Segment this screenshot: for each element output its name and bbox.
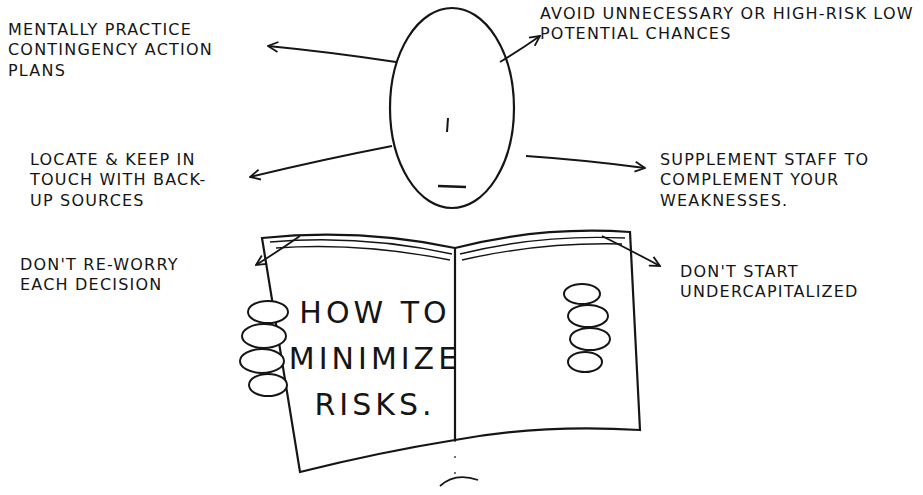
- book-title: HOW TO MINIMIZE RISKS.: [270, 290, 480, 428]
- page-edges: [460, 237, 625, 260]
- page-edges: [270, 240, 452, 260]
- advice-note: MENTALLY PRACTICE CONTINGENCY ACTION PLA…: [8, 20, 263, 81]
- finger: [564, 284, 600, 304]
- advice-note: SUPPLEMENT STAFF TO COMPLEMENT YOUR WEAK…: [660, 150, 910, 211]
- finger: [568, 305, 608, 327]
- finger: [249, 374, 287, 396]
- advice-note: DON'T RE-WORRY EACH DECISION: [20, 255, 210, 296]
- finger: [568, 352, 602, 372]
- leader-arrow: [500, 36, 540, 62]
- finger: [570, 328, 610, 350]
- advice-note: LOCATE & KEEP IN TOUCH WITH BACK-UP SOUR…: [30, 150, 230, 211]
- finger: [240, 349, 284, 373]
- finger: [248, 301, 288, 323]
- right-hand: [564, 284, 610, 372]
- advice-note: DON'T START UNDERCAPITALIZED: [680, 262, 920, 303]
- leader-arrow: [250, 146, 392, 177]
- book-node: HOW TO MINIMIZE RISKS.: [240, 220, 660, 490]
- leader-arrow: [526, 156, 645, 168]
- advice-note: AVOID UNNECESSARY OR HIGH-RISK LOW POTEN…: [540, 4, 920, 45]
- face-nose: [447, 118, 448, 132]
- leader-arrow: [268, 46, 396, 62]
- head-outline: [390, 8, 514, 208]
- book-right-page: [455, 231, 640, 440]
- face-mouth: [438, 186, 466, 187]
- sketch-stroke: [440, 477, 478, 486]
